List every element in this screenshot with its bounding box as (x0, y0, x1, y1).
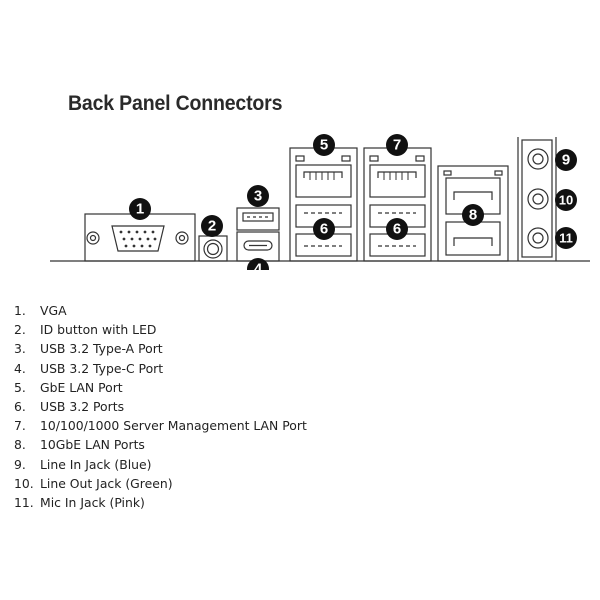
legend-label: Line In Jack (Blue) (40, 456, 152, 472)
legend-item: 4. USB 3.2 Type-C Port (14, 359, 307, 378)
legend-label: USB 3.2 Type-C Port (40, 360, 164, 376)
usb-type-a-connector (236, 207, 280, 231)
legend-number: 1. (14, 303, 26, 318)
legend-number: 9. (14, 456, 26, 472)
legend-label: 10/100/1000 Server Management LAN Port (40, 418, 307, 434)
callout-11: 11 (555, 227, 577, 249)
callout-8-label: 8 (469, 207, 477, 224)
legend-number: 5. (14, 379, 26, 395)
legend-number: 10. (14, 475, 34, 491)
callout-6a: 6 (313, 218, 335, 240)
callout-2-label: 2 (208, 218, 216, 235)
callout-1: 1 (129, 198, 151, 220)
gbe-lan-usb-stack-left (289, 147, 358, 262)
callout-10-label: 10 (559, 193, 573, 208)
legend-item: 7. 10/100/1000 Server Management LAN Port (14, 416, 307, 435)
callout-8: 8 (462, 204, 484, 226)
legend-label: GbE LAN Port (40, 379, 123, 395)
legend-label: VGA (40, 303, 67, 318)
legend-item: 5. GbE LAN Port (14, 378, 307, 397)
callout-9-label: 9 (562, 152, 570, 169)
diagram-title: Back Panel Connectors (68, 92, 283, 115)
callout-4-label: 4 (254, 261, 263, 271)
callout-3-label: 3 (254, 188, 262, 205)
legend-number: 6. (14, 398, 26, 414)
callout-7: 7 (386, 134, 408, 156)
callout-6b: 6 (386, 218, 408, 240)
legend-number: 4. (14, 360, 26, 376)
legend-item: 9. Line In Jack (Blue) (14, 455, 307, 474)
legend-item: 11. Mic In Jack (Pink) (14, 493, 307, 512)
callout-11-label: 11 (559, 231, 573, 246)
legend-item: 8. 10GbE LAN Ports (14, 435, 307, 454)
callout-7-label: 7 (393, 137, 401, 154)
callout-2: 2 (201, 215, 223, 237)
callout-6b-label: 6 (393, 221, 401, 238)
legend-label: 10GbE LAN Ports (40, 437, 145, 453)
legend-number: 11. (14, 494, 34, 510)
legend-number: 2. (14, 322, 26, 338)
usb-type-c-connector (236, 231, 280, 262)
legend-number: 7. (14, 418, 26, 434)
legend-label: Mic In Jack (Pink) (40, 494, 145, 510)
legend-item: 1. VGA (14, 301, 307, 320)
legend-item: 6. USB 3.2 Ports (14, 397, 307, 416)
callout-5: 5 (313, 134, 335, 156)
connector-legend: 1. VGA 2. ID button with LED 3. USB 3.2 Typ… (14, 301, 307, 512)
legend-label: USB 3.2 Type-A Port (40, 341, 163, 357)
legend-label: USB 3.2 Ports (40, 398, 125, 414)
legend-number: 3. (14, 341, 26, 357)
callout-10: 10 (555, 189, 577, 211)
callout-1-label: 1 (136, 201, 144, 218)
vga-connector (84, 213, 196, 262)
callout-6a-label: 6 (320, 221, 328, 238)
id-button-connector (198, 235, 228, 262)
legend-item: 3. USB 3.2 Type-A Port (14, 339, 307, 358)
callout-3: 3 (247, 185, 269, 207)
callout-5-label: 5 (320, 137, 328, 154)
legend-label: Line Out Jack (Green) (40, 475, 173, 491)
back-panel-diagram: 1 2 3 4 5 6 7 6 8 9 10 11 (50, 134, 590, 270)
callout-4: 4 (247, 258, 269, 270)
legend-label: ID button with LED (40, 322, 157, 338)
mgmt-lan-usb-stack-right (363, 147, 432, 262)
legend-item: 2. ID button with LED (14, 320, 307, 339)
legend-item: 10. Line Out Jack (Green) (14, 474, 307, 493)
audio-jack-stack (517, 137, 557, 261)
callout-9: 9 (555, 149, 577, 171)
legend-number: 8. (14, 437, 26, 453)
